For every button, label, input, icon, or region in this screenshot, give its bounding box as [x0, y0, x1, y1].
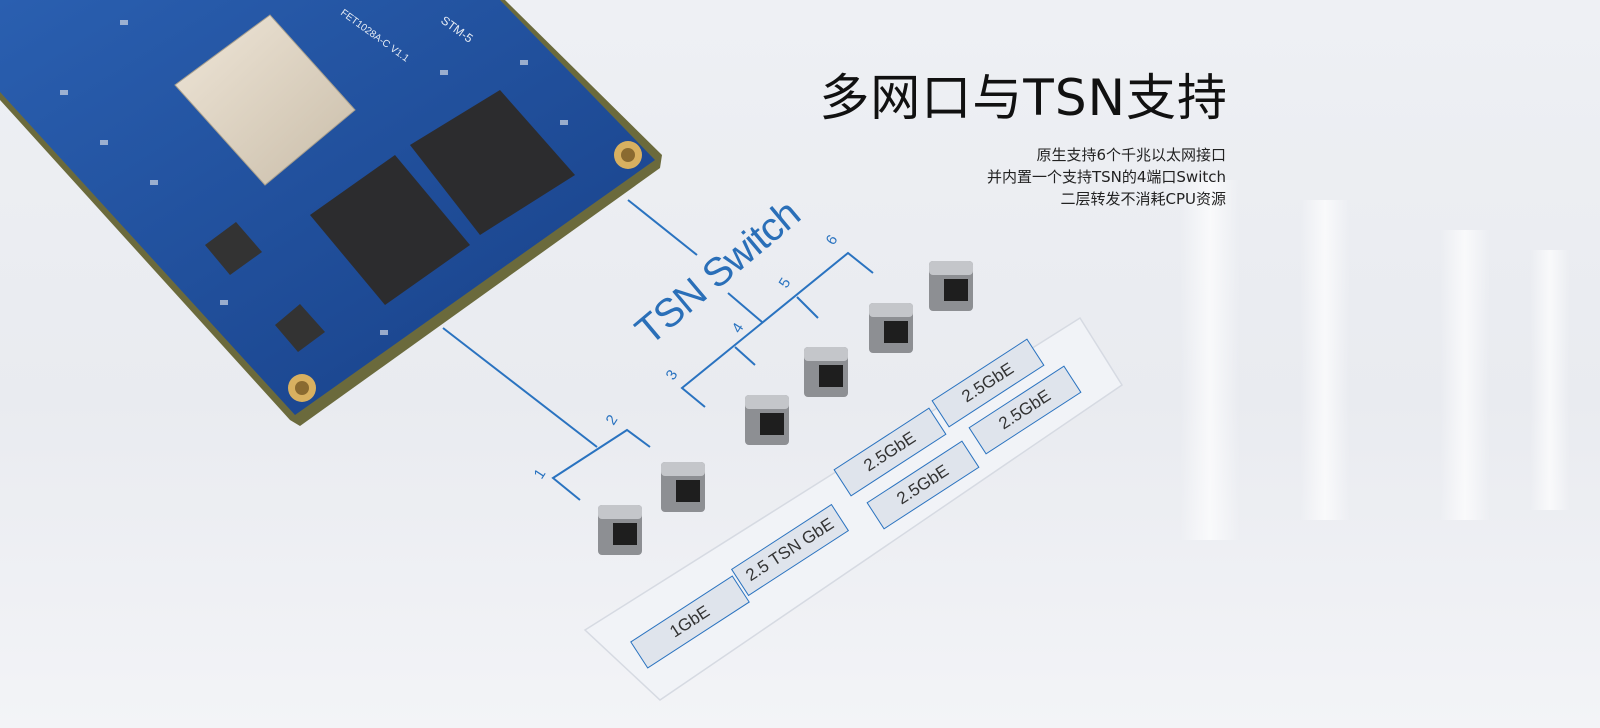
page-title: 多网口与TSN支持 [819, 69, 1228, 127]
rj45-port-2 [661, 462, 705, 512]
qfn-chip [275, 304, 325, 352]
cpu-chip [174, 14, 356, 186]
som-board [0, 0, 662, 426]
background-pillar [1180, 180, 1240, 540]
background-pillar [1300, 200, 1350, 520]
feature-description: 原生支持6个千兆以太网接口 并内置一个支持TSN的4端口Switch 二层转发不… [987, 144, 1226, 210]
rj45-port-3 [745, 395, 789, 445]
memory-chip [410, 90, 575, 235]
rj45-port-5 [869, 303, 913, 353]
board-marking: FET1028A-C V1.1 [338, 8, 411, 65]
description-line: 原生支持6个千兆以太网接口 [1036, 146, 1226, 164]
rj45-port-4 [804, 347, 848, 397]
description-line: 并内置一个支持TSN的4端口Switch [986, 168, 1226, 186]
description-line: 二层转发不消耗CPU资源 [1060, 190, 1227, 208]
board-marking: STM-5 [438, 13, 476, 46]
connection-lines [442, 199, 874, 501]
background-pillar [1440, 230, 1490, 520]
rj45-port-1 [598, 505, 642, 555]
rj45-port-6 [929, 261, 973, 311]
qfn-chip [205, 222, 262, 275]
memory-chip [310, 155, 470, 305]
background-pillar [1530, 250, 1570, 510]
